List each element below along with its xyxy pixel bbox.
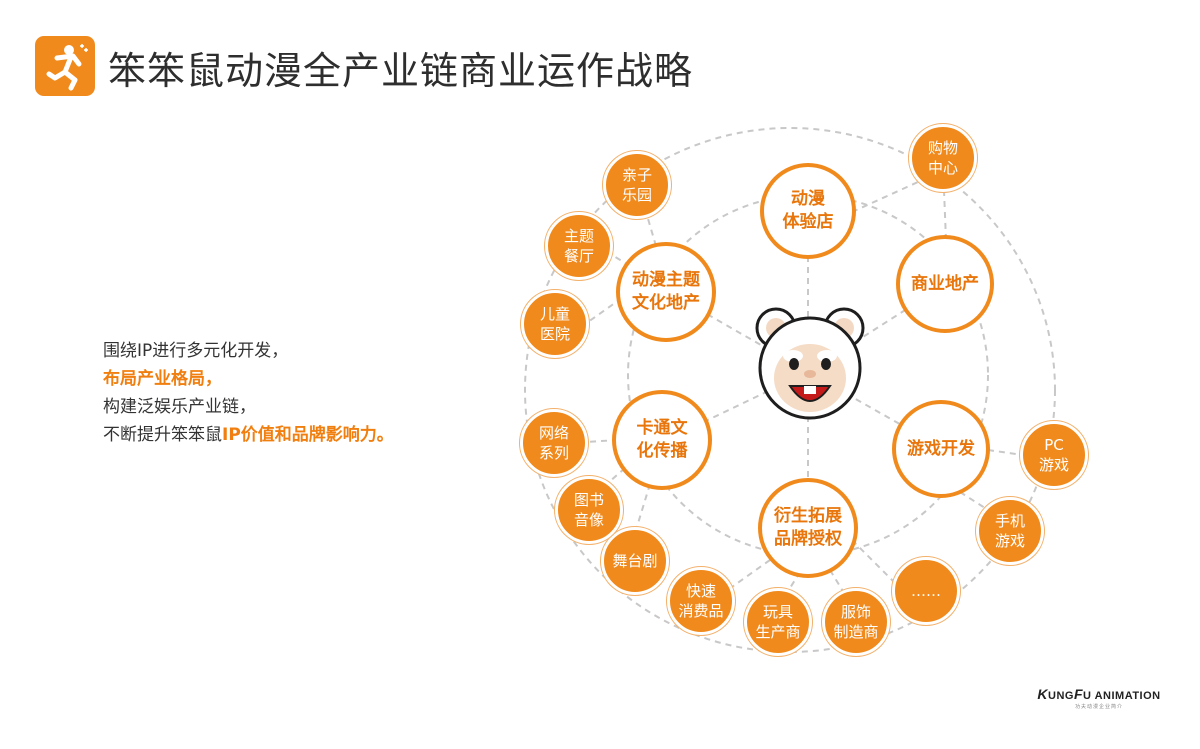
hub-cartoon-culture: 卡通文 化传播 (612, 390, 712, 490)
running-figure-icon (46, 44, 88, 91)
link-cartoon-stage (635, 483, 651, 531)
leaf-mobile-game-label: 手机 游戏 (994, 512, 1025, 550)
leaf-fmcg: 快速 消费品 (667, 567, 735, 635)
page-title: 笨笨鼠动漫全产业链商业运作战略 (108, 49, 694, 93)
leaf-fmcg-label: 快速 消费品 (678, 582, 724, 620)
leaf-apparel-label: 服饰 制造商 (833, 603, 879, 641)
leaf-family-park-label: 亲子 乐园 (621, 166, 652, 204)
hub-anime-store-label: 动漫 体验店 (782, 189, 834, 232)
hub-commercial-real-estate-label: 商业地产 (911, 273, 979, 294)
brand-name-part1: K (1037, 686, 1048, 702)
leaf-ellipsis: …… (892, 557, 960, 625)
description-line-2: 布局产业格局， (103, 369, 222, 389)
brand-name: KUNGFU ANIMATION (1034, 686, 1164, 702)
leaf-theme-restaurant: 主题 餐厅 (545, 212, 613, 280)
brand-name-part2: UNG (1048, 690, 1074, 702)
link-deriv-ellipsis (851, 539, 901, 589)
link-theme-park (645, 211, 657, 247)
leaf-books-video-label: 图书 音像 (573, 491, 604, 529)
leaf-apparel: 服饰 制造商 (822, 588, 890, 656)
hub-theme-real-estate: 动漫主题 文化地产 (616, 242, 716, 342)
hub-anime-store: 动漫 体验店 (760, 163, 856, 259)
leaf-ellipsis-label: …… (911, 582, 941, 600)
hub-game-dev: 游戏开发 (892, 400, 990, 498)
leaf-network-series: 网络 系列 (520, 409, 588, 477)
description-line-4-highlight: IP价值和品牌影响力。 (222, 425, 394, 445)
description-line-4: 不断提升笨笨鼠IP价值和品牌影响力。 (103, 421, 394, 449)
link-theme-hospital (587, 297, 623, 323)
hub-derivative-label: 衍生拓展 品牌授权 (774, 506, 842, 549)
description-line-3: 构建泛娱乐产业链， (103, 397, 256, 417)
hub-cartoon-culture-label: 卡通文 化传播 (636, 418, 688, 461)
leaf-family-park: 亲子 乐园 (603, 151, 671, 219)
leaf-mobile-game: 手机 游戏 (976, 497, 1044, 565)
leaf-network-series-label: 网络 系列 (538, 424, 569, 462)
brand-subtitle: 功夫动漫企业简介 (1074, 704, 1123, 710)
leaf-theme-restaurant-label: 主题 餐厅 (563, 227, 594, 265)
leaf-stage-play: 舞台剧 (601, 527, 669, 595)
leaf-toys: 玩具 生产商 (744, 588, 812, 656)
description-line-4-prefix: 不断提升笨笨鼠 (103, 425, 222, 445)
leaf-books-video: 图书 音像 (555, 476, 623, 544)
brand-name-part3: F (1073, 686, 1084, 702)
hub-derivative: 衍生拓展 品牌授权 (758, 478, 858, 578)
leaf-shopping-center: 购物 中心 (909, 124, 977, 192)
leaf-stage-play-label: 舞台剧 (612, 552, 658, 570)
brand-logo: KUNGFU ANIMATION 功夫动漫企业简介 (1034, 686, 1164, 710)
header-logo-icon (35, 36, 95, 96)
link-shopping-real-estate (943, 189, 947, 241)
hub-game-dev-label: 游戏开发 (907, 438, 975, 459)
description-line-1: 围绕IP进行多元化开发， (103, 341, 289, 361)
hub-commercial-real-estate: 商业地产 (896, 235, 994, 333)
leaf-pc-game: PC 游戏 (1020, 421, 1088, 489)
brand-name-part4: U ANIMATION (1083, 690, 1161, 702)
leaf-pc-game-label: PC 游戏 (1038, 436, 1069, 474)
leaf-children-hospital-label: 儿童 医院 (539, 305, 570, 343)
mouse-mascot-icon (755, 307, 865, 420)
description-block: 围绕IP进行多元化开发， 布局产业格局， 构建泛娱乐产业链， 不断提升笨笨鼠IP… (103, 337, 394, 449)
leaf-toys-label: 玩具 生产商 (755, 603, 801, 641)
outer-ring (524, 127, 1056, 653)
hub-theme-real-estate-label: 动漫主题 文化地产 (632, 270, 700, 313)
leaf-shopping-center-label: 购物 中心 (927, 139, 958, 177)
leaf-children-hospital: 儿童 医院 (521, 290, 589, 358)
